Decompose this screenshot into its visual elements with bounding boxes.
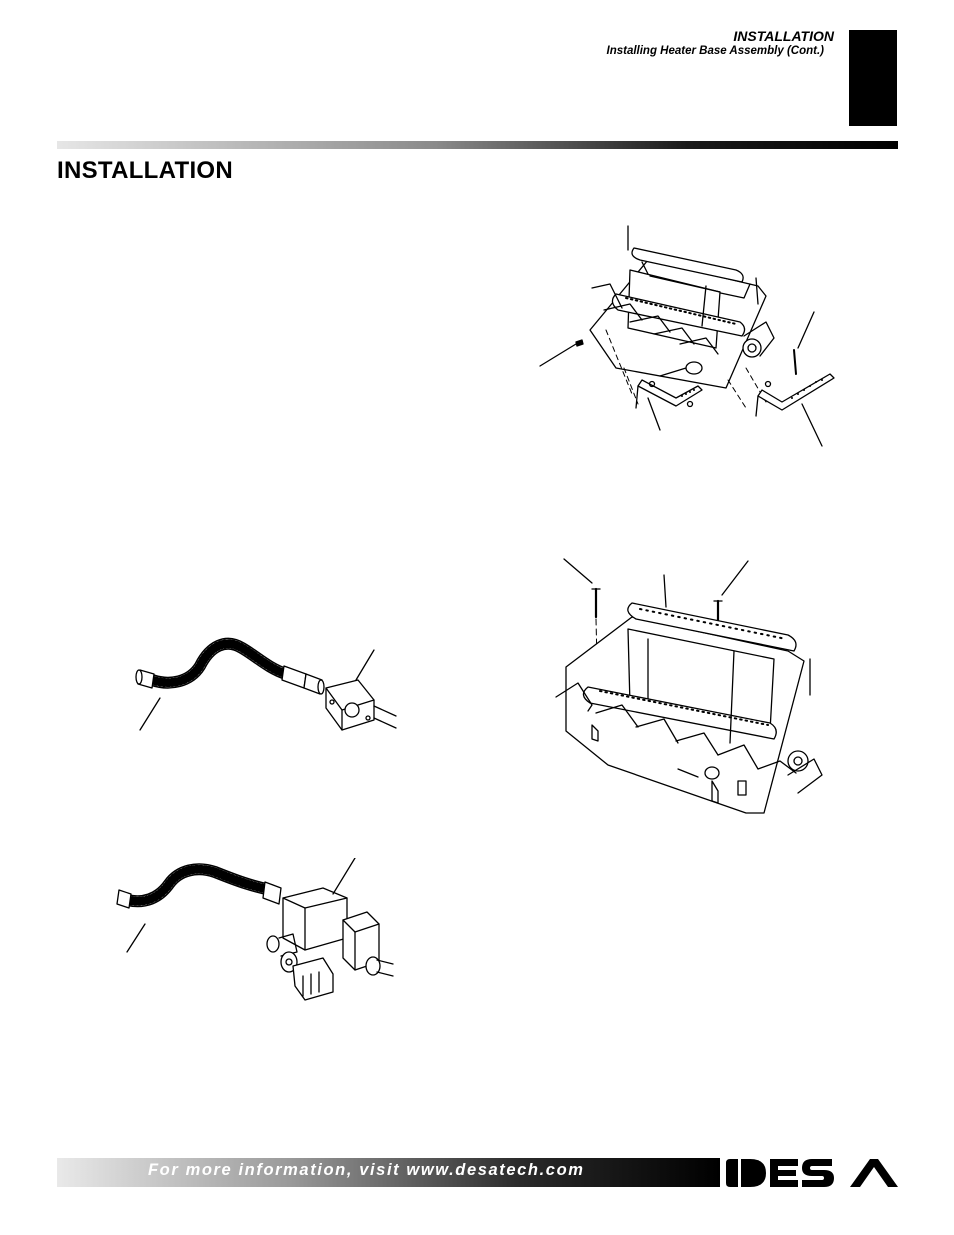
header-rule: [57, 141, 898, 149]
footer-website-text: For more information, visit www.desatech…: [148, 1161, 585, 1179]
footer-bar: [57, 1158, 720, 1187]
desa-logo-icon: [726, 1159, 898, 1187]
gas-valve-drawing: [116, 858, 394, 1001]
section-tab-marker: [849, 30, 897, 126]
burner-assembly-drawing: [555, 558, 823, 814]
section-title: INSTALLATION: [57, 157, 234, 184]
flex-gas-line-drawing: [135, 637, 397, 731]
burner-assembly-exploded-drawing: [539, 225, 835, 447]
header-title: INSTALLATION: [733, 28, 834, 44]
header-subtitle: Installing Heater Base Assembly (Cont.): [606, 45, 825, 57]
